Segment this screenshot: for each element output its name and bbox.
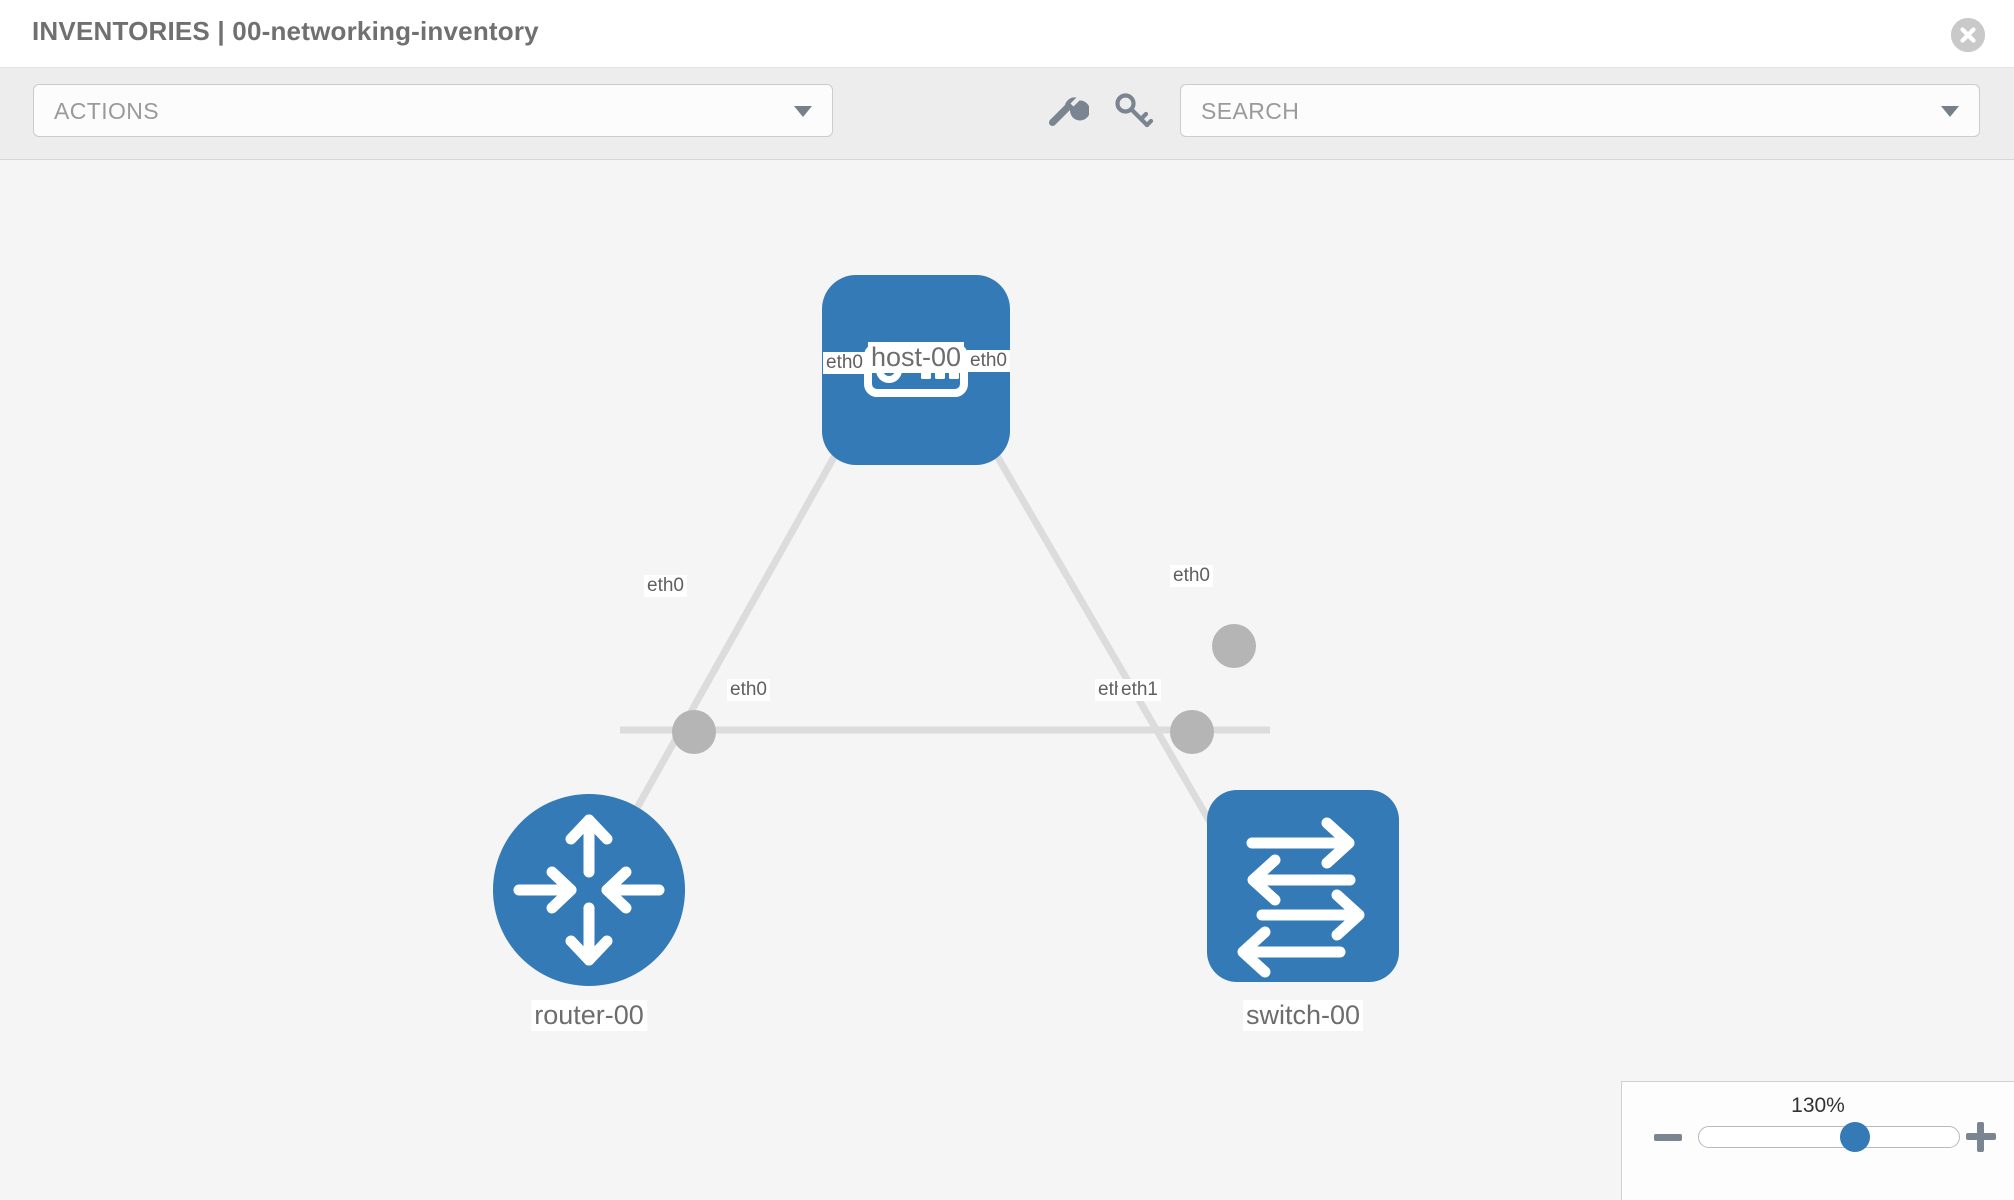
zoom-control-panel: 130% [1621, 1081, 2014, 1200]
chevron-down-icon [794, 106, 812, 117]
iface-label: eth0 [1170, 565, 1213, 587]
key-icon[interactable] [1110, 88, 1156, 134]
zoom-level-label: 130% [1791, 1094, 1845, 1117]
connector-router-right [672, 710, 716, 754]
iface-label: eth0 [823, 352, 866, 374]
node-label-host-00: host-00 [867, 342, 965, 373]
actions-dropdown[interactable]: ACTIONS [33, 84, 833, 137]
topology-graph [493, 275, 1399, 986]
node-label-switch-00: switch-00 [1242, 1000, 1364, 1031]
plus-icon[interactable] [1966, 1122, 1996, 1152]
page-title: INVENTORIES | 00-networking-inventory [32, 16, 539, 46]
topology-canvas[interactable]: host-00 router-00 switch-00 eth0 eth0 et… [0, 160, 2014, 1200]
actions-dropdown-label: ACTIONS [54, 98, 160, 124]
iface-label: eth0 [967, 350, 1010, 372]
search-placeholder: SEARCH [1201, 98, 1300, 124]
chevron-down-icon [1941, 106, 1959, 117]
node-label-router-00: router-00 [531, 1000, 647, 1031]
connector-switch-top [1212, 624, 1256, 668]
node-router-00[interactable] [493, 794, 685, 986]
zoom-slider[interactable] [1698, 1122, 1960, 1152]
search-input[interactable]: SEARCH [1180, 84, 1980, 137]
iface-label: eth0 [727, 679, 770, 701]
iface-label: eth1 [1118, 679, 1161, 701]
zoom-slider-handle[interactable] [1840, 1122, 1870, 1152]
window-header: INVENTORIES | 00-networking-inventory [0, 0, 2014, 68]
node-switch-00[interactable] [1207, 790, 1399, 982]
toolbar: ACTIONS SEARCH [0, 68, 2014, 160]
connector-switch-left [1170, 710, 1214, 754]
wrench-icon[interactable] [1043, 88, 1090, 134]
minus-icon[interactable] [1654, 1134, 1682, 1141]
close-icon[interactable] [1951, 18, 1985, 52]
iface-label: eth0 [644, 575, 687, 597]
